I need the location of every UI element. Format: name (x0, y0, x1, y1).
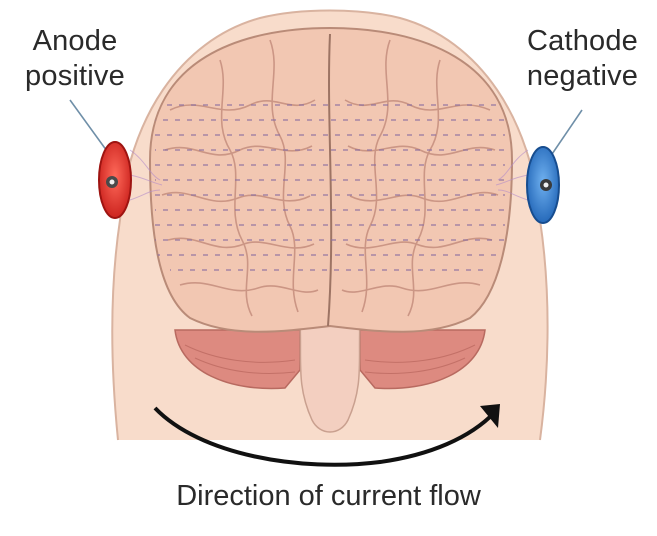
cathode-label-line2: negative (510, 59, 655, 94)
cathode-electrode (527, 147, 559, 223)
cathode-label-line1: Cathode (510, 24, 655, 59)
current-flow-caption: Direction of current flow (0, 478, 657, 514)
anode-label-line2: positive (10, 59, 140, 94)
anode-label: Anode positive (10, 24, 140, 94)
cathode-label: Cathode negative (510, 24, 655, 94)
brain (150, 28, 512, 332)
anode-electrode (99, 142, 131, 218)
anode-label-line1: Anode (10, 24, 140, 59)
